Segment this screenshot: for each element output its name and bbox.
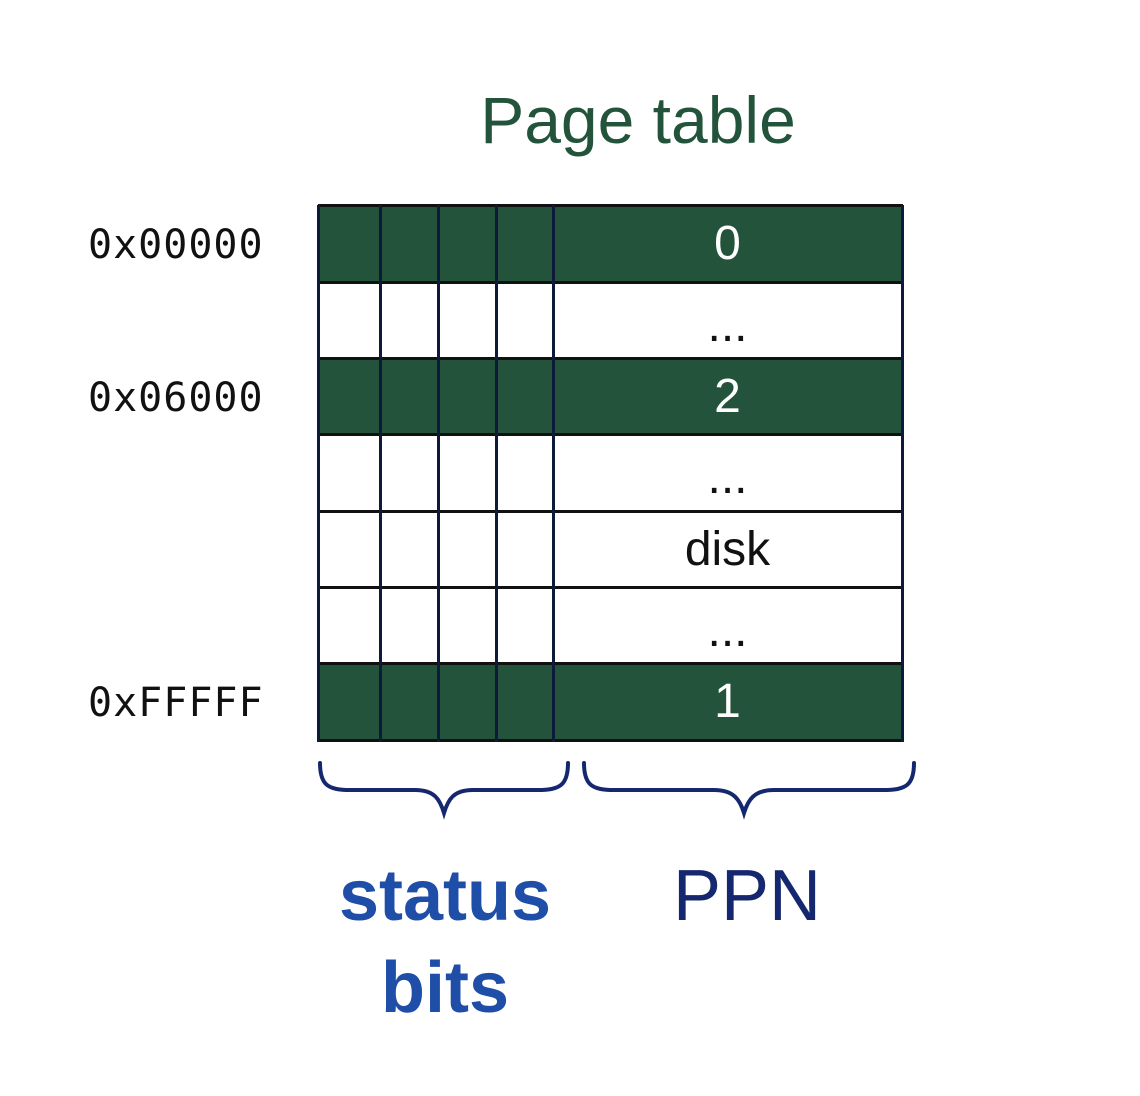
address-label-last: 0xFFFFF xyxy=(88,680,264,726)
ppn-cell: ... xyxy=(707,451,748,504)
grid-line xyxy=(318,357,903,360)
grid-line xyxy=(495,205,498,742)
grid-line xyxy=(437,205,440,742)
table-row: ... xyxy=(318,282,902,358)
status-label-line2: bits xyxy=(380,948,509,1028)
grid-line xyxy=(318,281,903,284)
grid-line xyxy=(318,586,903,589)
ppn-cell: 0 xyxy=(714,217,741,270)
table-row: 0 xyxy=(318,205,902,282)
page-table: 0 ... 2 ... disk ... 1 xyxy=(317,204,904,742)
ppn-cell: disk xyxy=(684,522,771,576)
status-label-line1: status xyxy=(338,856,552,936)
grid-line xyxy=(318,662,903,665)
ppn-cell: 1 xyxy=(714,675,741,728)
grid-line xyxy=(318,510,903,513)
grid-line xyxy=(318,204,903,207)
grid-line xyxy=(901,205,904,742)
address-label-middle: 0x06000 xyxy=(88,375,264,421)
brace-icon xyxy=(318,761,916,820)
address-label-first: 0x00000 xyxy=(88,222,264,268)
status-bits-label: status bits xyxy=(318,850,572,1034)
grid-line xyxy=(317,205,320,742)
ppn-label: PPN xyxy=(672,856,822,936)
table-row: 1 xyxy=(318,663,902,740)
grid-line xyxy=(318,739,903,742)
ppn-cell: ... xyxy=(707,603,748,657)
table-row: ... xyxy=(318,434,902,511)
ppn-cell: ... xyxy=(707,298,748,352)
table-row: 2 xyxy=(318,358,902,434)
grid-line xyxy=(318,433,903,436)
grid-line xyxy=(552,205,555,742)
ppn-cell: 2 xyxy=(714,369,741,423)
diagram-title: Page table xyxy=(480,83,796,157)
grid-line xyxy=(379,205,382,742)
table-row: ... xyxy=(318,587,902,663)
table-row: disk xyxy=(318,511,902,587)
